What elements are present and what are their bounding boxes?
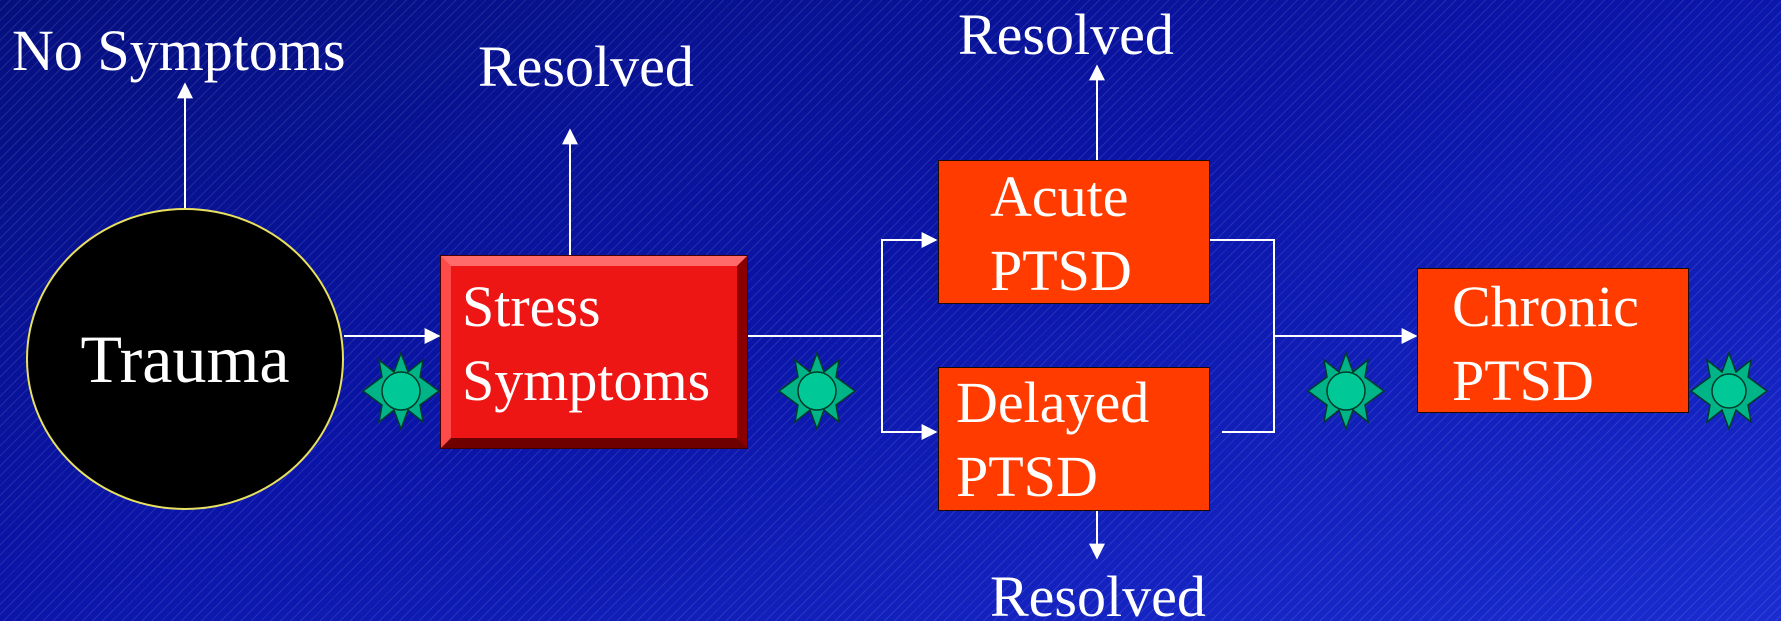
delayed-ptsd-node (938, 367, 1210, 511)
chronic-ptsd-line-2: PTSD (1452, 348, 1594, 413)
acute-ptsd-node (938, 160, 1210, 304)
chronic-ptsd-node (1417, 268, 1689, 413)
arrow-branch-to-acute (881, 232, 938, 336)
resolved-label-delayed: Resolved (990, 564, 1206, 621)
delayed-ptsd-line-2: PTSD (956, 444, 1098, 509)
chronic-ptsd-text: Chronic PTSD (1452, 270, 1639, 418)
stress-symptoms-text: Stress Symptoms (462, 270, 710, 418)
resolved-label-acute: Resolved (958, 2, 1174, 67)
delayed-ptsd-line-1: Delayed (956, 370, 1150, 435)
stress-symptoms-line-2: Symptoms (462, 348, 711, 413)
resolved-label-stress: Resolved (478, 34, 694, 99)
connector-acute-merge (1209, 239, 1275, 336)
starburst-icon (1306, 350, 1386, 432)
acute-ptsd-line-2: PTSD (990, 238, 1132, 303)
trauma-node: Trauma (26, 208, 344, 510)
delayed-ptsd-text: Delayed PTSD (956, 366, 1149, 514)
trauma-label: Trauma (80, 321, 290, 397)
connector-delayed-merge (1222, 336, 1275, 433)
no-symptoms-label: No Symptoms (12, 18, 346, 83)
starburst-icon (361, 350, 441, 432)
stress-symptoms-node (440, 255, 748, 449)
stress-symptoms-line-1: Stress (462, 274, 601, 339)
acute-ptsd-line-1: Acute (990, 164, 1129, 229)
arrow-branch-to-delayed (881, 336, 938, 440)
chronic-ptsd-line-1: Chronic (1452, 274, 1639, 339)
starburst-icon (777, 350, 857, 432)
acute-ptsd-text: Acute PTSD (990, 160, 1132, 308)
starburst-icon (1689, 350, 1769, 432)
